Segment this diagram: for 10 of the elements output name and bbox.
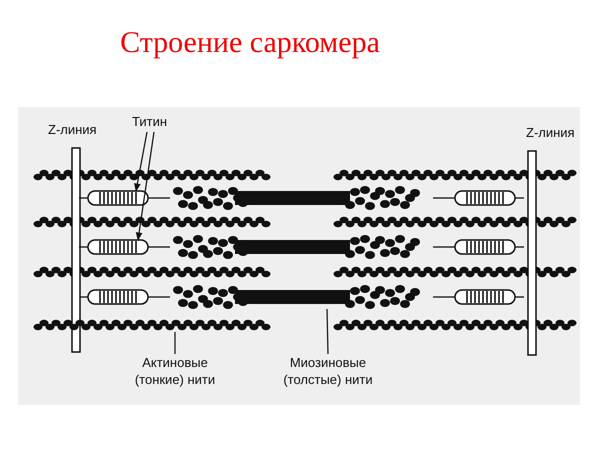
leader-line bbox=[326, 308, 329, 354]
titin-label: Титин bbox=[132, 114, 168, 129]
leader-line bbox=[174, 332, 176, 354]
arrow bbox=[134, 132, 148, 192]
title: Строение саркомера bbox=[119, 26, 381, 60]
z-line-label: Z-линия bbox=[48, 122, 97, 137]
filament-label: Миозиновые (толстые) нити bbox=[282, 354, 374, 388]
filament-label: Актиновые (тонкие) нити bbox=[134, 354, 216, 388]
arrow bbox=[136, 132, 155, 241]
z-line-label: Z-линия bbox=[526, 125, 575, 140]
